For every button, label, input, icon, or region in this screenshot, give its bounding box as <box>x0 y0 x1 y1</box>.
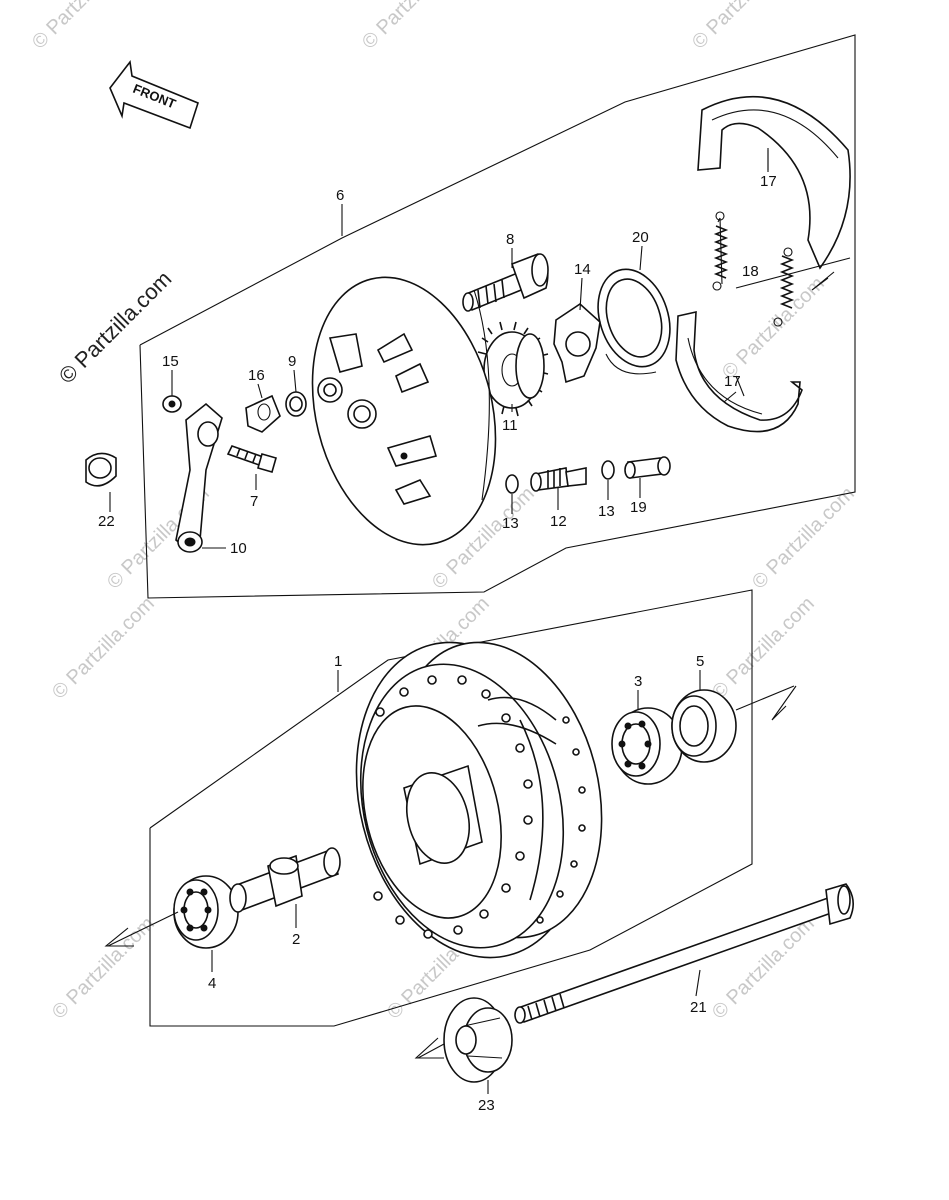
bolt-7 <box>226 445 277 473</box>
o-ring-9 <box>285 391 307 417</box>
brake-lever-10 <box>175 402 223 553</box>
callout-leaders <box>109 150 769 1094</box>
grease-seal-20 <box>597 268 671 375</box>
callout-8: 8 <box>506 231 514 248</box>
spring-leader <box>735 257 851 289</box>
grease-seal-5 <box>671 689 737 763</box>
callout-13-left: 13 <box>502 515 519 532</box>
seal-arrow-icon <box>771 685 797 721</box>
indicator-16 <box>245 394 281 433</box>
callout-16: 16 <box>248 367 265 384</box>
nut-15 <box>162 395 182 413</box>
watermark-text-dark: © Partzilla.com <box>54 266 177 389</box>
brake-spring-left <box>712 211 729 291</box>
brake-panel-6 <box>311 276 497 546</box>
brake-shoe-lower <box>675 310 803 433</box>
collar-23 <box>443 997 513 1083</box>
washer-13-left <box>505 474 519 494</box>
bearing-leader <box>107 911 179 947</box>
brake-camshaft-8 <box>462 253 549 312</box>
pin-19 <box>624 456 671 479</box>
callout-21: 21 <box>690 999 707 1016</box>
callout-15: 15 <box>162 353 179 370</box>
brake-shaft-12 <box>530 467 587 492</box>
spring-arrow-icon <box>811 271 835 291</box>
watermark-text: © Partzilla.com <box>358 0 469 54</box>
callout-5: 5 <box>696 653 704 670</box>
wheel-hub-1 <box>355 641 603 959</box>
spacer-2 <box>229 847 341 913</box>
callout-6: 6 <box>336 187 344 204</box>
callout-23: 23 <box>478 1097 495 1114</box>
watermark-text: © Partzilla.com <box>708 593 819 704</box>
bearing-arrow-icon <box>104 927 134 947</box>
ball-bearing-4 <box>173 875 239 949</box>
callout-9: 9 <box>288 353 296 370</box>
watermark-text: © Partzilla.com <box>688 0 799 54</box>
callout-13-right: 13 <box>598 503 615 520</box>
front-arrow-icon: FRONT <box>109 60 199 130</box>
speedometer-gear-11 <box>476 321 549 417</box>
seal-leader <box>735 685 795 711</box>
watermark-text: © Partzilla.com <box>28 0 139 54</box>
callout-10: 10 <box>230 540 247 557</box>
callout-19: 19 <box>630 499 647 516</box>
callout-1: 1 <box>334 653 342 670</box>
callout-11: 11 <box>502 417 518 434</box>
callout-20: 20 <box>632 229 649 246</box>
indicator-plate-14 <box>553 302 601 384</box>
callout-17-lower: 17 <box>724 373 741 390</box>
callout-3: 3 <box>634 673 642 690</box>
callout-4: 4 <box>208 975 216 992</box>
collar-leader <box>417 1043 445 1059</box>
brake-spring-right <box>773 247 795 327</box>
callout-22: 22 <box>98 513 115 530</box>
watermark-text: © Partzilla.com <box>748 483 859 594</box>
watermark-text: © Partzilla.com <box>48 593 159 704</box>
callout-labels: 6 8 14 20 17 18 17 15 16 9 11 7 10 22 13… <box>98 173 777 1114</box>
hub-spoke-holes <box>373 675 586 939</box>
ball-bearing-3 <box>611 707 683 785</box>
callout-2: 2 <box>292 931 300 948</box>
axle-nut-22 <box>85 452 117 487</box>
brake-panel-group-outline <box>139 34 856 599</box>
callout-7: 7 <box>250 493 258 510</box>
collar-arrow-icon <box>414 1037 444 1059</box>
callout-18: 18 <box>742 263 759 280</box>
axle-21 <box>514 883 854 1024</box>
callout-14: 14 <box>574 261 591 278</box>
washer-13-right <box>601 460 615 480</box>
callout-17-upper: 17 <box>760 173 777 190</box>
callout-12: 12 <box>550 513 567 530</box>
